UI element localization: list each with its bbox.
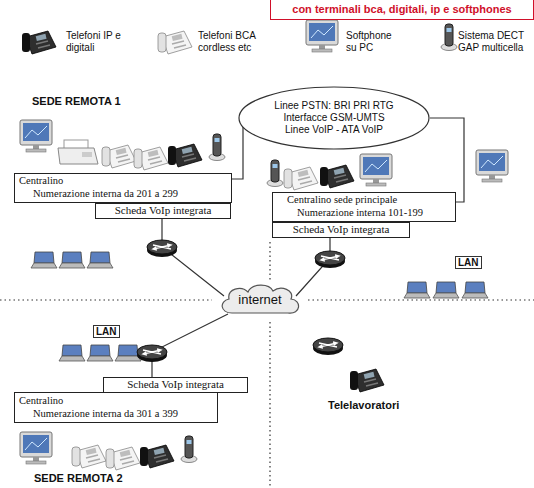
legend-text: Telefoni IP e digitali (66, 30, 122, 54)
lan-label: LAN (455, 256, 482, 269)
phone-line (430, 118, 464, 202)
ip-phone-icon (320, 165, 354, 188)
divider-line (269, 242, 270, 280)
voip-card-text: Scheda VoIp integrata (127, 378, 224, 391)
ellipse-shape (239, 87, 429, 149)
internet-text: internet (238, 292, 281, 308)
analog-phone-icon (284, 167, 318, 190)
pbx-text: Centralino sede principale (273, 194, 455, 207)
laptop-icon (462, 282, 488, 298)
laptop-icon (87, 345, 113, 361)
ip-phone-icon (22, 31, 56, 54)
pbx-box: Centralino sede principaleNumerazione in… (272, 192, 456, 222)
legend-entry: Telefoni IP e digitali (66, 30, 122, 54)
laptop-icon (59, 345, 85, 361)
line-type-text: Linee VoIP - ATA VoIP (285, 124, 383, 136)
divider-line (308, 299, 534, 300)
ip-link (162, 219, 224, 296)
router-icon (313, 338, 343, 355)
title-banner: con terminali bca, digitali, ip e softph… (270, 0, 534, 20)
site-name: SEDE REMOTA 1 (32, 95, 121, 107)
fax-icon (58, 140, 98, 164)
voip-card-box: Scheda VoIp integrata (272, 222, 410, 238)
laptop-icon (115, 345, 141, 361)
analog-phone-icon (72, 445, 106, 468)
pc-icon (20, 432, 52, 464)
divider-line (0, 299, 212, 300)
pstn-lines-ellipse: Linee PSTN: BRI PRI RTGInterfacce GSM-UM… (238, 86, 430, 150)
legend-entry: Softphone su PC (346, 30, 404, 54)
pbx-text: Centralino (15, 175, 231, 188)
laptop-icon (433, 282, 459, 298)
laptop-icon (31, 252, 57, 268)
divider-line (269, 322, 270, 488)
laptop-icon (404, 282, 430, 298)
pbx-text: Centralino (15, 395, 217, 408)
voip-card-text: Scheda VoIp integrata (293, 223, 390, 236)
ip-phone-icon (140, 445, 174, 468)
pbx-box: CentralinoNumerazione interna da 301 a 3… (14, 392, 218, 423)
analog-phone-icon (106, 447, 140, 470)
legend-entry: Telefoni BCA cordless etc (198, 30, 270, 54)
teleworker-label: Telelavoratori (328, 399, 399, 411)
voip-card-box: Scheda VoIp integrata (103, 377, 248, 393)
dect-icon (181, 436, 197, 463)
pc-icon (306, 20, 338, 52)
legend-text: Softphone su PC (346, 30, 404, 54)
legend-text: Sistema DECT GAP multicella (458, 30, 532, 54)
dect-icon (441, 24, 457, 51)
voip-card-text: Scheda VoIp integrata (115, 204, 212, 217)
pbx-text: Numerazione interna da 201 a 299 (15, 188, 231, 201)
line-type-text: Interfacce GSM-UMTS (283, 112, 384, 124)
router-icon (147, 240, 177, 257)
ip-link (152, 314, 228, 377)
dect-icon (209, 134, 225, 161)
ip-phone-icon (168, 144, 202, 167)
pc-icon (476, 150, 508, 182)
title-text: con terminali bca, digitali, ip e softph… (271, 0, 533, 15)
pc-icon (360, 154, 392, 186)
analog-phone-icon (102, 145, 136, 168)
pbx-box: CentralinoNumerazione interna da 201 a 2… (14, 173, 232, 203)
analog-phone-icon (158, 31, 192, 54)
router-icon (137, 345, 167, 362)
ip-link (296, 238, 330, 296)
cloud-shape (222, 285, 298, 313)
pbx-text: Numerazione interna da 301 a 399 (15, 408, 217, 421)
pbx-text: Numerazione interna 101-199 (273, 207, 455, 220)
divider-lines (0, 242, 534, 488)
internet-cloud: internet (218, 282, 302, 318)
ip-phone-icon (350, 369, 384, 392)
legend-icons (22, 20, 457, 54)
legend-text: Telefoni BCA cordless etc (198, 30, 270, 54)
voip-card-box: Scheda VoIp integrata (95, 203, 231, 219)
main-site-equipment (267, 150, 508, 298)
laptop-icon (59, 252, 85, 268)
line-type-text: Linee PSTN: BRI PRI RTG (274, 100, 393, 112)
analog-phone-icon (134, 147, 168, 170)
laptop-icon (87, 252, 113, 268)
phone-line (232, 127, 243, 179)
teleworker-equipment (313, 338, 384, 392)
router-icon (315, 251, 345, 268)
site-name: SEDE REMOTA 2 (34, 472, 123, 484)
lan-label: LAN (93, 325, 120, 338)
connector-group (152, 118, 464, 377)
pc-icon (20, 120, 52, 152)
legend-entry: Sistema DECT GAP multicella (458, 30, 532, 54)
dect-icon (267, 160, 283, 187)
